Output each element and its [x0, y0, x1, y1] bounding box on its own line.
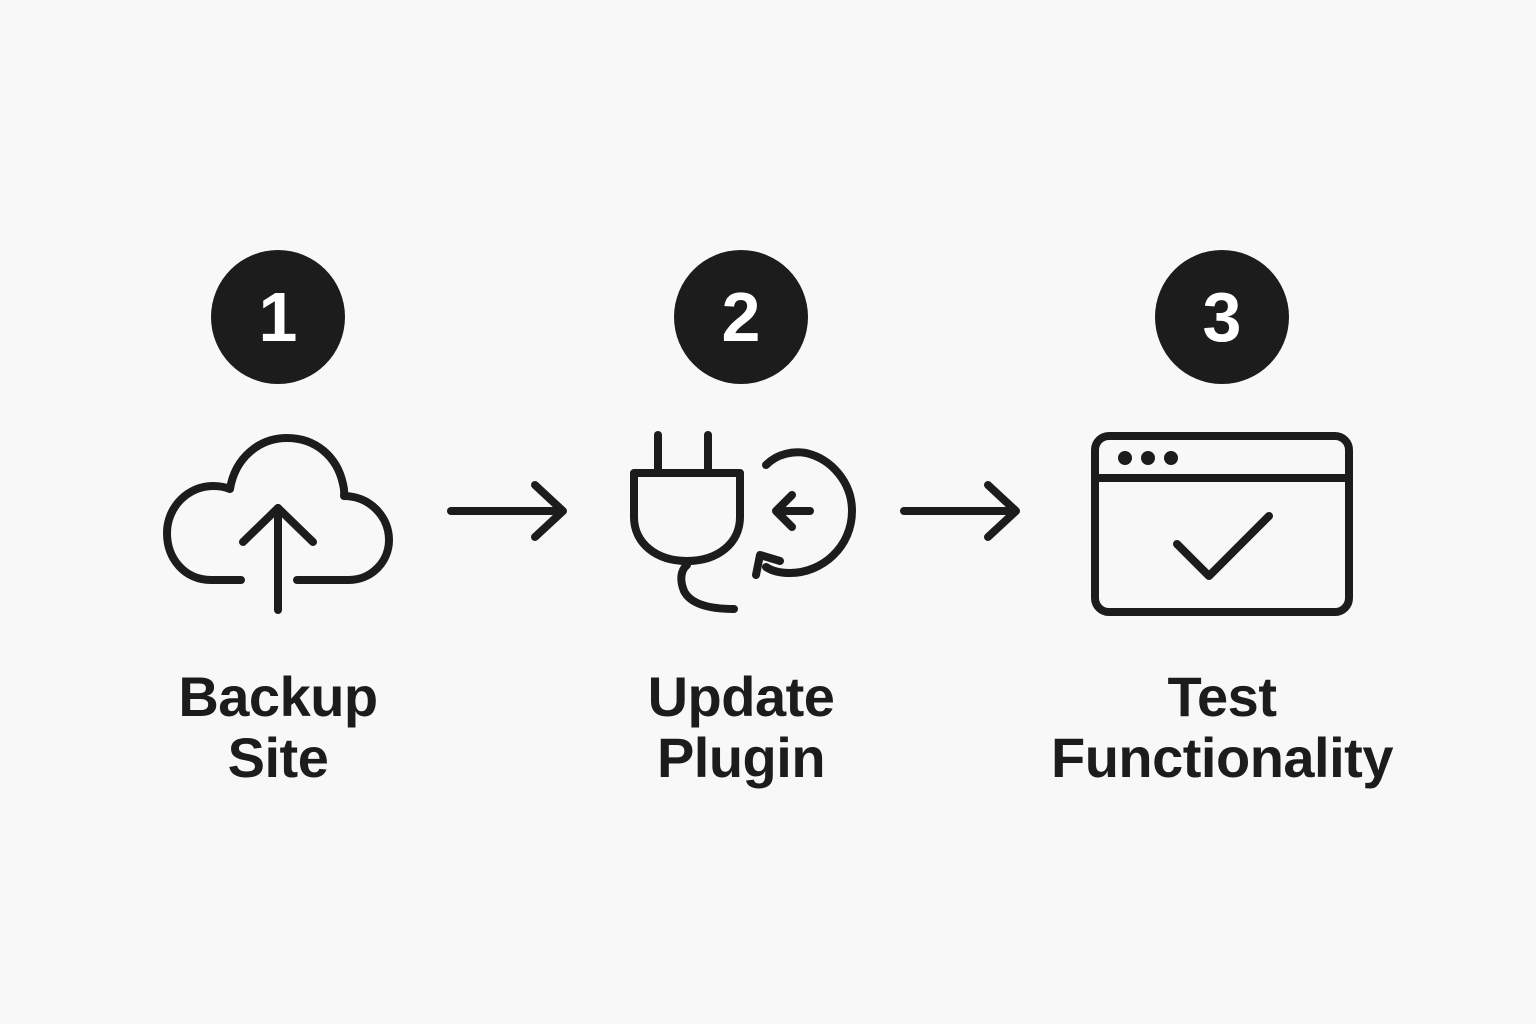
arrow-right-icon — [900, 478, 1024, 544]
step-test-functionality: 3 Test Functionality — [1032, 250, 1412, 810]
step-number-badge: 1 — [211, 250, 345, 384]
step-label-line-1: Test — [1167, 665, 1277, 728]
step-label-line-1: Backup — [178, 665, 378, 728]
step-label: Backup Site — [178, 665, 378, 789]
cloud-upload-icon — [148, 424, 408, 624]
step-update-plugin: 2 Update Plugin — [551, 250, 931, 810]
step-label-line-2: Plugin — [656, 726, 826, 789]
step-label-line-2: Functionality — [1051, 726, 1393, 789]
step-number: 1 — [258, 278, 298, 356]
step-backup-site: 1 Backup Site — [88, 250, 468, 810]
step-number: 3 — [1202, 278, 1242, 356]
step-label-line-1: Update — [647, 665, 835, 728]
plug-refresh-icon — [611, 424, 871, 624]
step-number-badge: 3 — [1155, 250, 1289, 384]
arrow-right-icon — [447, 478, 571, 544]
browser-check-icon — [1091, 424, 1353, 624]
step-label-line-2: Site — [227, 726, 329, 789]
step-number: 2 — [721, 278, 761, 356]
step-label: Update Plugin — [648, 666, 835, 788]
step-number-badge: 2 — [674, 250, 808, 384]
step-label: Test Functionality — [1051, 666, 1393, 788]
